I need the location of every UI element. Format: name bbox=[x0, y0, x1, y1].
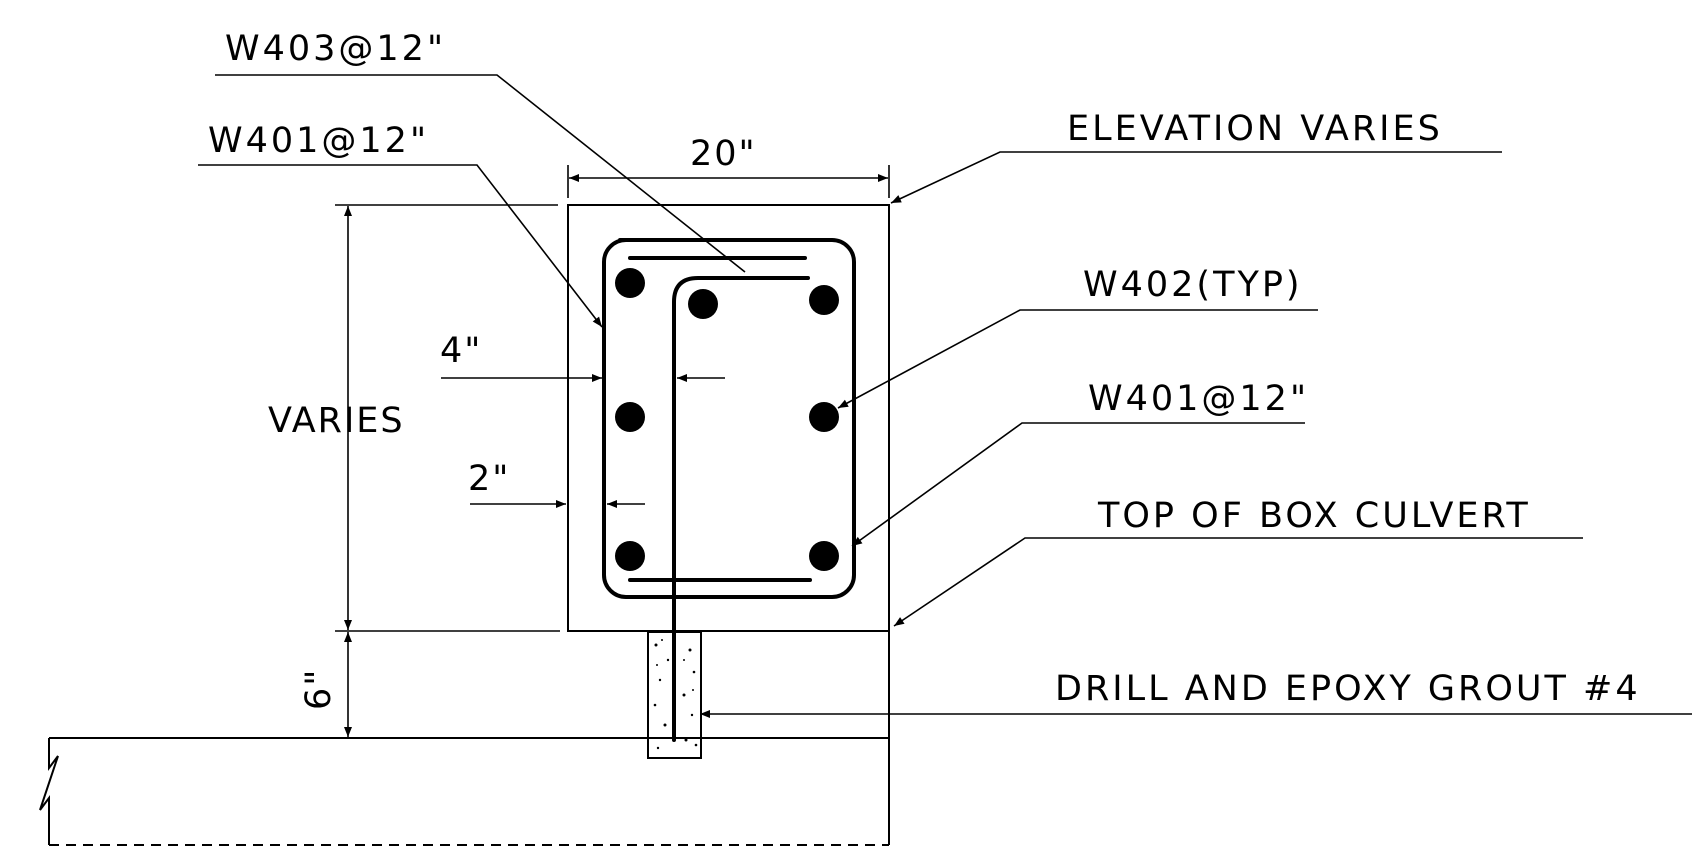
elevation-label: ELEVATION VARIES bbox=[1067, 109, 1443, 149]
height-dimension bbox=[335, 204, 560, 632]
top-culvert-label: TOP OF BOX CULVERT bbox=[1097, 496, 1531, 536]
long-bar-top-right bbox=[809, 285, 839, 315]
long-bar-bot-left bbox=[615, 541, 645, 571]
cover-4in-label: 4" bbox=[440, 331, 482, 371]
w401-left-label: W401@12" bbox=[208, 121, 429, 161]
w401-left-leader bbox=[198, 164, 603, 328]
height-dimension-label: VARIES bbox=[268, 401, 405, 441]
box-culvert-slab bbox=[39, 631, 890, 846]
w401-right-leader bbox=[851, 422, 1305, 547]
long-bar-mid-right bbox=[809, 402, 839, 432]
elevation-leader bbox=[890, 151, 1502, 204]
concrete-section-outline bbox=[567, 204, 890, 632]
width-dimension-label: 20" bbox=[690, 134, 757, 174]
cover-2in-label: 2" bbox=[468, 459, 510, 499]
w401-right-label: W401@12" bbox=[1088, 379, 1309, 419]
w403-leader bbox=[215, 74, 746, 273]
top-culvert-leader bbox=[893, 537, 1583, 627]
drill-label: DRILL AND EPOXY GROUT #4 bbox=[1055, 669, 1641, 709]
dowel-bar-w403 bbox=[672, 276, 810, 742]
long-bar-top-left bbox=[615, 268, 645, 298]
epoxy-grout-hole bbox=[647, 631, 702, 759]
w403-label: W403@12" bbox=[225, 29, 446, 69]
embed-dimension-label: 6" bbox=[299, 668, 339, 710]
width-dimension bbox=[567, 165, 890, 198]
long-bar-top-mid bbox=[688, 289, 718, 319]
long-bar-mid-left bbox=[615, 402, 645, 432]
w402-label: W402(TYP) bbox=[1083, 265, 1303, 305]
long-bar-bot-right bbox=[809, 541, 839, 571]
w402-leader bbox=[837, 309, 1318, 409]
